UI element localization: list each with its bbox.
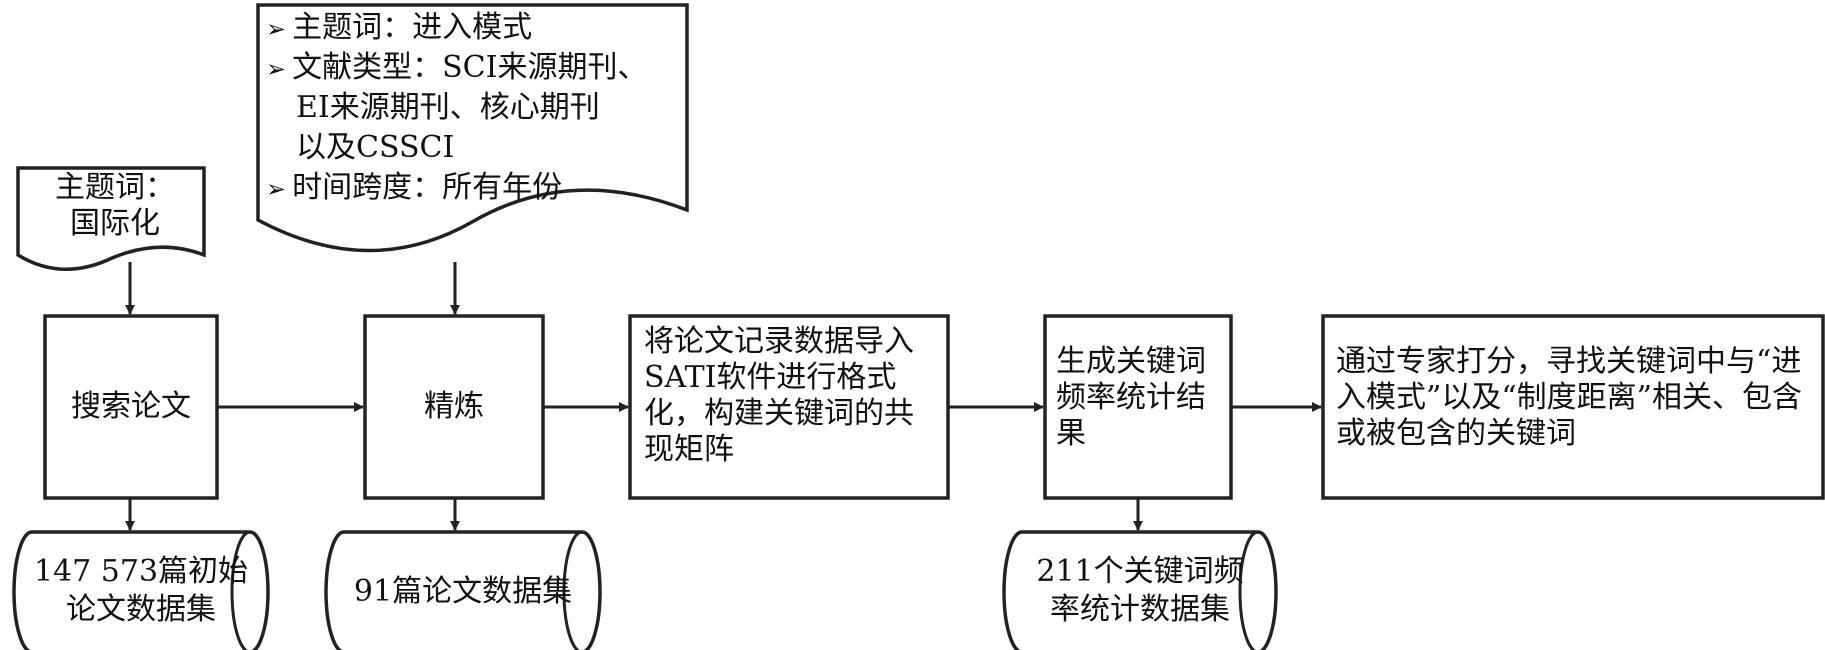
- process-label-search: 搜索论文: [71, 389, 191, 424]
- process-label-import: 将论文记录数据导入SATI软件进行格式化，构建关键词的共现矩阵: [644, 324, 914, 467]
- datastore-label-keywords-line1: 211个关键词频: [1036, 554, 1244, 589]
- doc-top-item-text: 时间跨度：所有年份: [292, 170, 563, 205]
- datastore-cylinder-initial: [12, 530, 270, 650]
- document-shape-top: [256, 3, 689, 253]
- process-box-search: [43, 314, 219, 500]
- datastore-cylinder-keywords: [1002, 530, 1278, 650]
- datastore-label-refined: 91篇论文数据集: [353, 574, 573, 609]
- datastore-label-initial-line2: 论文数据集: [66, 592, 216, 627]
- process-label-generate: 生成关键词频率统计结果: [1056, 344, 1206, 451]
- process-label-refine: 精炼: [424, 389, 484, 424]
- doc-top-item-text: 以及CSSCI: [296, 130, 455, 165]
- document-shape-small: [16, 166, 206, 272]
- doc-top-item-text: EI来源期刊、核心期刊: [296, 90, 600, 125]
- arrow-bullet-icon: ➢: [266, 15, 287, 43]
- datastore-cylinder-refined: [324, 530, 602, 650]
- doc-small-line2: 国际化: [70, 206, 160, 241]
- doc-top-item: EI来源期刊、核心期刊: [296, 90, 600, 126]
- doc-top-item: ➢文献类型：SCI来源期刊、: [266, 50, 647, 87]
- doc-top-item-text: 文献类型：SCI来源期刊、: [292, 50, 648, 85]
- process-label-expert: 通过专家打分，寻找关键词中与“进入模式”以及“制度距离”相关、包含或被包含的关键…: [1336, 344, 1803, 451]
- doc-top-item: 以及CSSCI: [296, 130, 454, 166]
- process-box-expert: [1321, 314, 1825, 500]
- doc-top-item: ➢时间跨度：所有年份: [266, 170, 562, 207]
- datastore-label-keywords-line2: 率统计数据集: [1050, 592, 1230, 627]
- datastore-label-initial-line1: 147 573篇初始: [33, 554, 249, 589]
- arrow-bullet-icon: ➢: [266, 55, 287, 83]
- doc-top-item-text: 主题词：进入模式: [292, 10, 533, 45]
- arrow-bullet-icon: ➢: [266, 175, 287, 203]
- doc-top-item: ➢主题词：进入模式: [266, 10, 532, 47]
- doc-small-line1: 主题词：: [55, 170, 175, 205]
